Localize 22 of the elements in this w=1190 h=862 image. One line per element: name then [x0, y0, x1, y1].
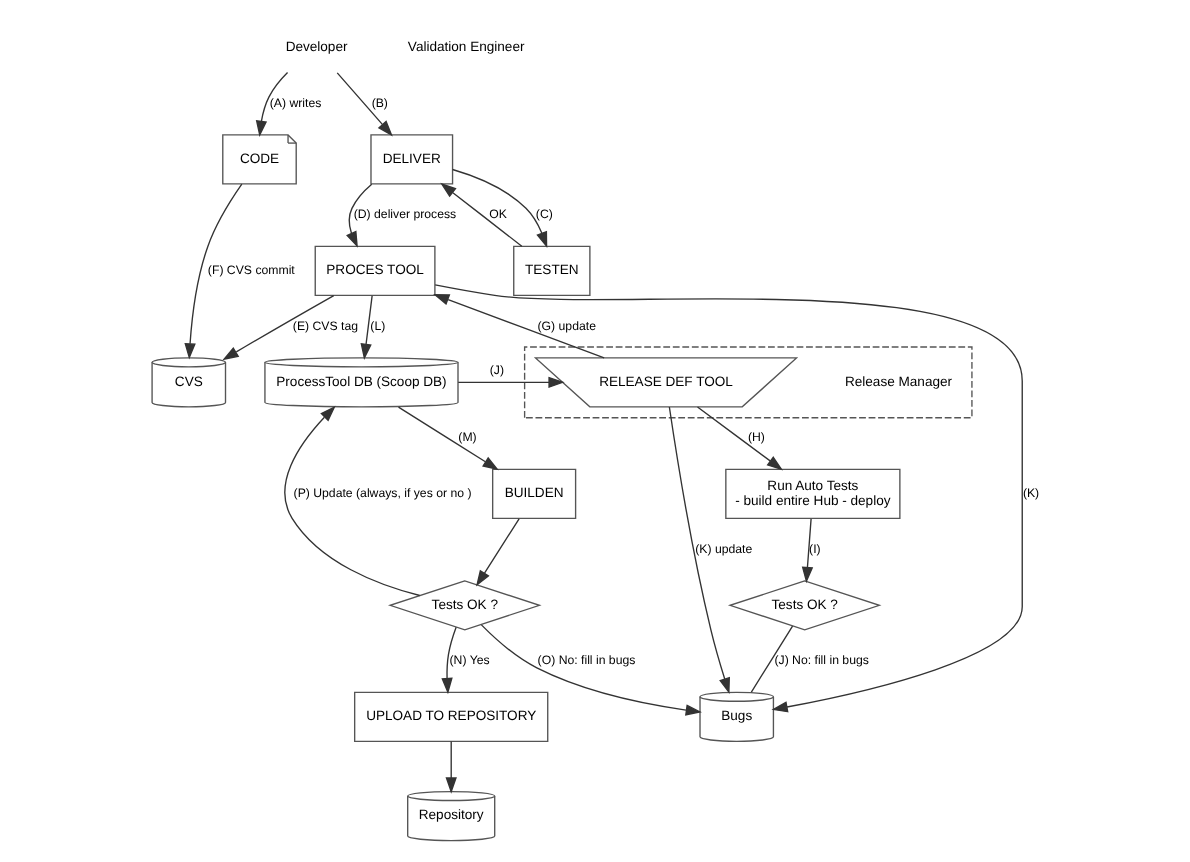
- arrow: [183, 182, 242, 359]
- arrow: [439, 181, 522, 246]
- arrow: [221, 293, 334, 360]
- arrow: [450, 167, 547, 248]
- arrow: [456, 375, 564, 388]
- arrow: [335, 71, 392, 136]
- arrow: [444, 739, 456, 793]
- arrow: [283, 404, 420, 596]
- arrow: [432, 292, 604, 358]
- arrow: [479, 623, 701, 715]
- cluster: [522, 345, 972, 418]
- arrow: [440, 625, 456, 694]
- arrow: [254, 70, 288, 136]
- arrow: [474, 517, 519, 586]
- arrow: [345, 182, 372, 247]
- arrow: [695, 405, 783, 470]
- arrow: [667, 405, 729, 693]
- arrow: [800, 517, 813, 583]
- connector: [749, 624, 793, 692]
- arrow: [359, 294, 372, 359]
- arrow: [433, 283, 1022, 712]
- arrow: [396, 405, 498, 470]
